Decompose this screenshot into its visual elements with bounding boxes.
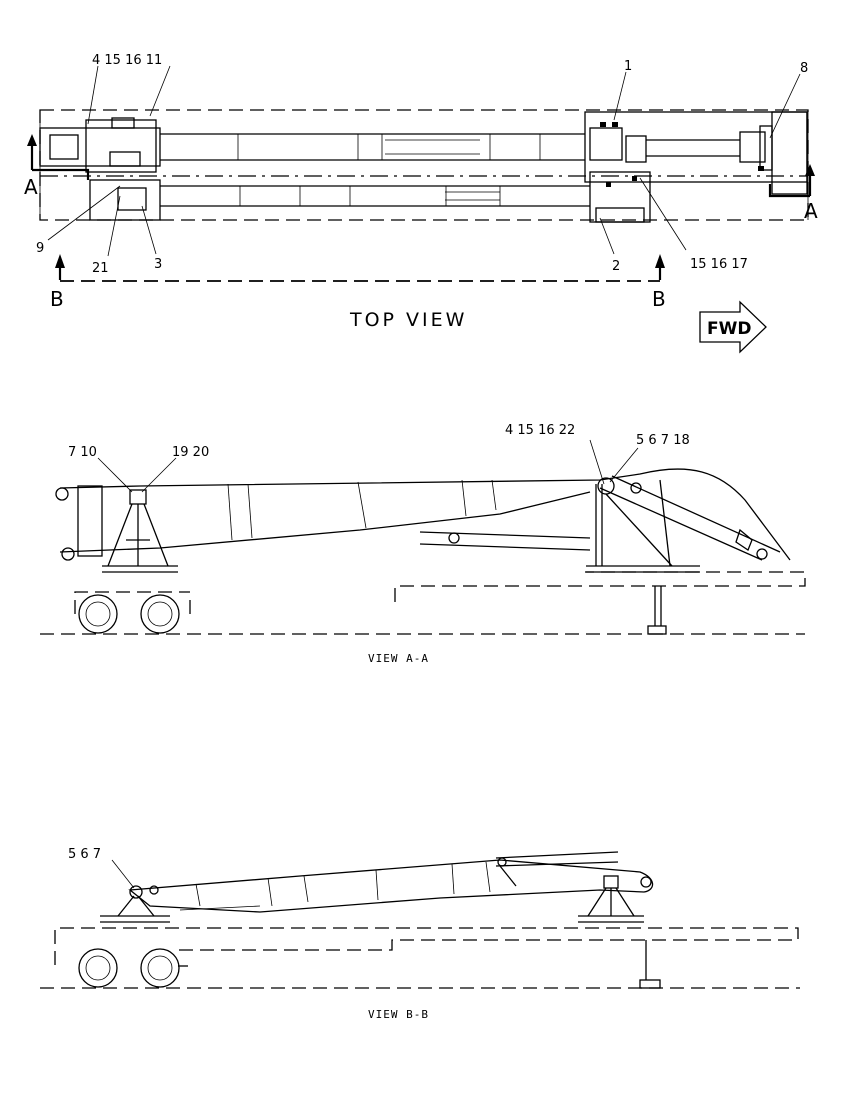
support-stand-left: [107, 489, 169, 567]
right-cradle: [584, 111, 808, 195]
callout-15-16-17: 15 16 17: [690, 257, 748, 272]
callout-5-6-7-b: 5 6 7: [68, 847, 101, 862]
truck-wheels: [74, 565, 191, 634]
callout-8: 8: [800, 61, 808, 76]
upper-boom: [39, 117, 585, 173]
boom-b: [128, 851, 654, 913]
view-b-caption: VIEW B-B: [368, 1008, 429, 1021]
lower-boom: [89, 171, 651, 223]
support-stand-right: [586, 479, 700, 573]
section-b-right-label: B: [652, 287, 666, 311]
view-a-caption: VIEW A-A: [368, 652, 429, 665]
callout-3: 3: [154, 257, 162, 272]
callout-7-10: 7 10: [68, 445, 97, 460]
callout-4-15-16-11: 4 15 16 11: [92, 53, 162, 68]
fwd-arrow-label: FWD: [707, 319, 751, 339]
section-a-marker-left: A: [24, 134, 90, 199]
callout-21: 21: [92, 261, 109, 276]
top-view-title: TOP VIEW: [349, 309, 467, 331]
section-a-left-label: A: [24, 175, 38, 199]
callout-5-6-7-18: 5 6 7 18: [636, 433, 690, 448]
truck-wheels-b: [78, 948, 188, 988]
view-b-b: 5 6 7 VIEW B-B: [40, 847, 800, 1021]
section-a-marker-right: A: [768, 164, 818, 223]
fwd-arrow: FWD: [699, 300, 767, 354]
section-b-left-label: B: [50, 287, 64, 311]
callout-9: 9: [36, 241, 44, 256]
view-a-a: 7 10 19 20 4 15 16 22 5 6 7 18 VIEW A-A: [40, 423, 806, 665]
support-stand-b-left: [100, 895, 170, 923]
top-view: A A B B 4 15 16 11 1 8 9: [24, 53, 818, 354]
callout-4-15-16-22: 4 15 16 22: [505, 423, 575, 438]
section-b-line: B B: [50, 254, 666, 311]
callout-19-20: 19 20: [172, 445, 209, 460]
support-stand-b-right: [578, 875, 644, 923]
callout-1: 1: [624, 59, 632, 74]
callout-2: 2: [612, 259, 620, 274]
boom-a: [55, 468, 791, 561]
trailer-outline: [39, 109, 809, 221]
section-a-right-label: A: [804, 199, 818, 223]
